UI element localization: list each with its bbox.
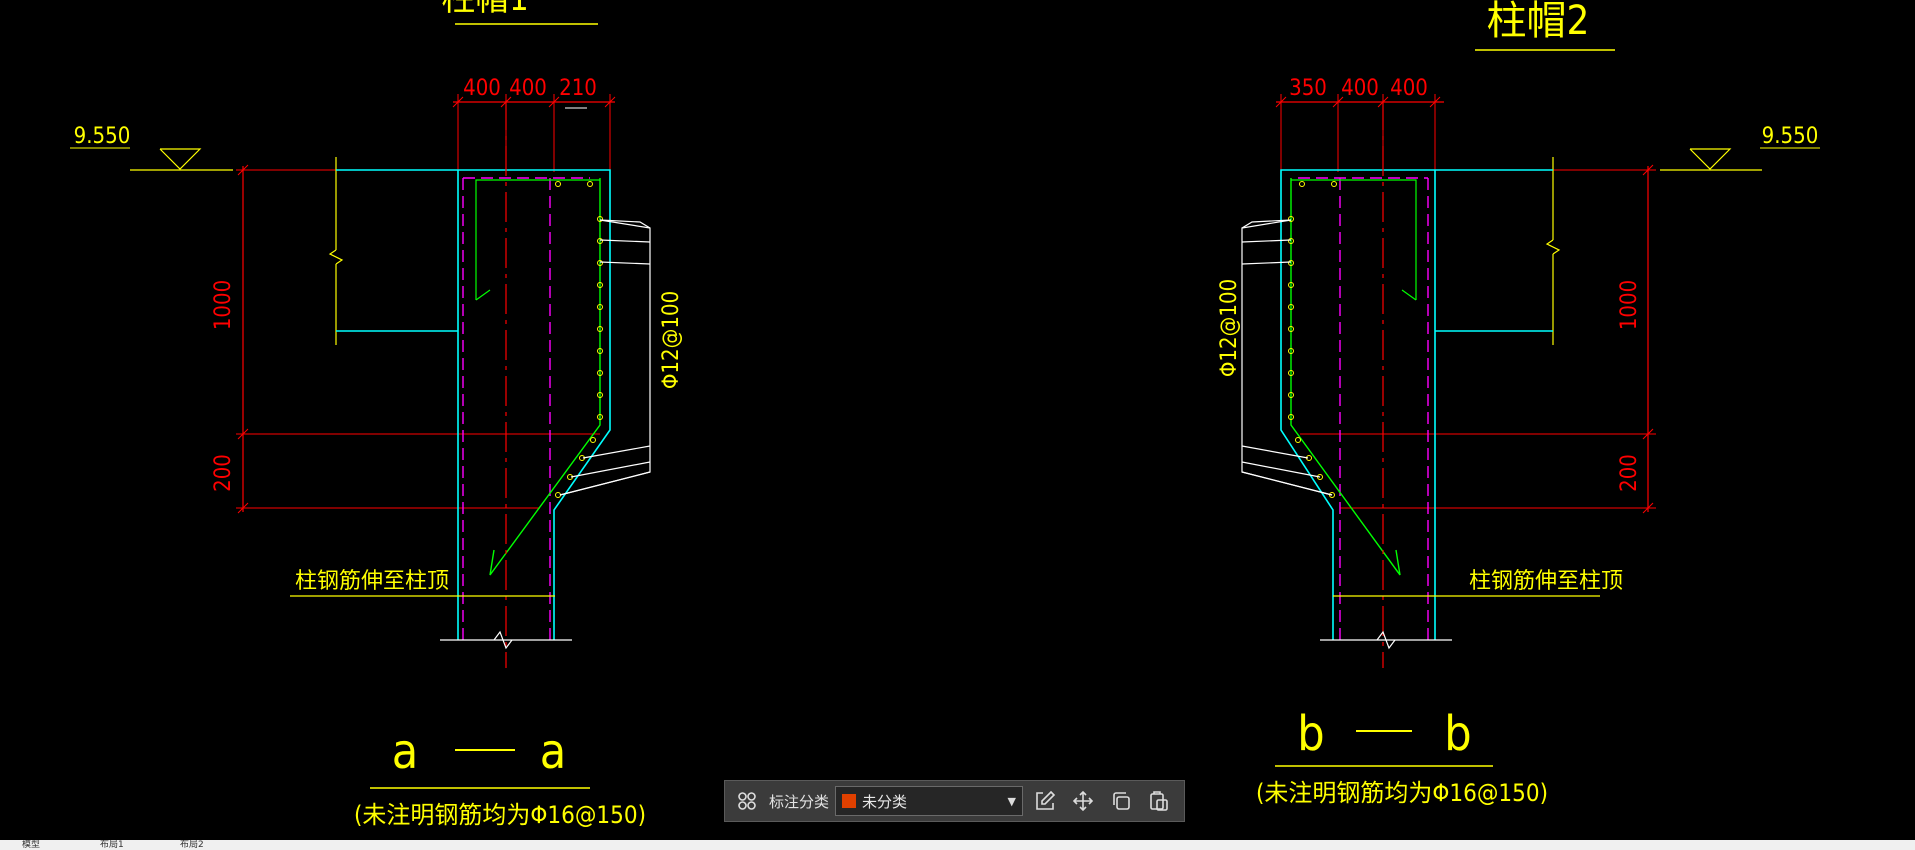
left-dim-1000: 1000 xyxy=(211,280,236,330)
right-elevation: 9.550 xyxy=(1762,124,1819,149)
right-title: 柱帽2 xyxy=(1487,0,1590,44)
left-dim-200: 200 xyxy=(211,454,236,492)
annotation-toolbar: 标注分类 未分类 ▼ xyxy=(724,780,1185,822)
left-rebar-label: Φ12@100 xyxy=(659,291,684,389)
right-section-b2: b xyxy=(1444,706,1471,762)
right-section-b1: b xyxy=(1297,706,1324,762)
paste-icon[interactable] xyxy=(1143,785,1175,817)
tab-model[interactable]: 模型 xyxy=(22,840,41,850)
category-label: 标注分类 xyxy=(769,792,830,811)
copy-icon[interactable] xyxy=(1105,785,1137,817)
category-color-swatch xyxy=(842,794,857,808)
detail-right: 柱帽2 350 400 400 9.550 1000 200 xyxy=(1217,0,1820,807)
right-footnote: (未注明钢筋均为Φ16@150) xyxy=(1256,779,1548,807)
grid-icon[interactable] xyxy=(731,785,763,817)
left-dim-1: 400 xyxy=(463,76,501,101)
tab-layout1[interactable]: 布局1 xyxy=(100,840,124,850)
left-elevation: 9.550 xyxy=(74,124,131,149)
right-rebar-label: Φ12@100 xyxy=(1217,279,1242,377)
left-section-a1: a xyxy=(392,724,418,780)
chevron-down-icon: ▼ xyxy=(1007,794,1017,808)
left-dim-2: 400 xyxy=(509,76,547,101)
left-title: 柱帽1 xyxy=(441,0,528,19)
category-select[interactable]: 未分类 ▼ xyxy=(835,786,1024,816)
right-dim-3: 400 xyxy=(1390,76,1428,101)
right-dim-2: 400 xyxy=(1341,76,1379,101)
move-icon[interactable] xyxy=(1067,785,1099,817)
left-footnote: (未注明钢筋均为Φ16@150) xyxy=(354,801,646,829)
detail-left: 柱帽1 400 400 210 9.550 1000 200 xyxy=(70,0,684,829)
right-note: 柱钢筋伸至柱顶 xyxy=(1469,569,1623,594)
left-dim-3: 210 xyxy=(559,76,597,101)
left-section-a2: a xyxy=(540,724,566,780)
left-note: 柱钢筋伸至柱顶 xyxy=(295,569,449,594)
edit-icon[interactable] xyxy=(1029,785,1061,817)
right-dim-200: 200 xyxy=(1617,454,1642,492)
tab-layout2[interactable]: 布局2 xyxy=(180,840,204,850)
right-dim-1000: 1000 xyxy=(1617,280,1642,330)
category-value: 未分类 xyxy=(862,792,908,811)
right-dim-1: 350 xyxy=(1289,76,1327,101)
layout-tab-strip: 模型 布局1 布局2 xyxy=(0,840,1915,850)
